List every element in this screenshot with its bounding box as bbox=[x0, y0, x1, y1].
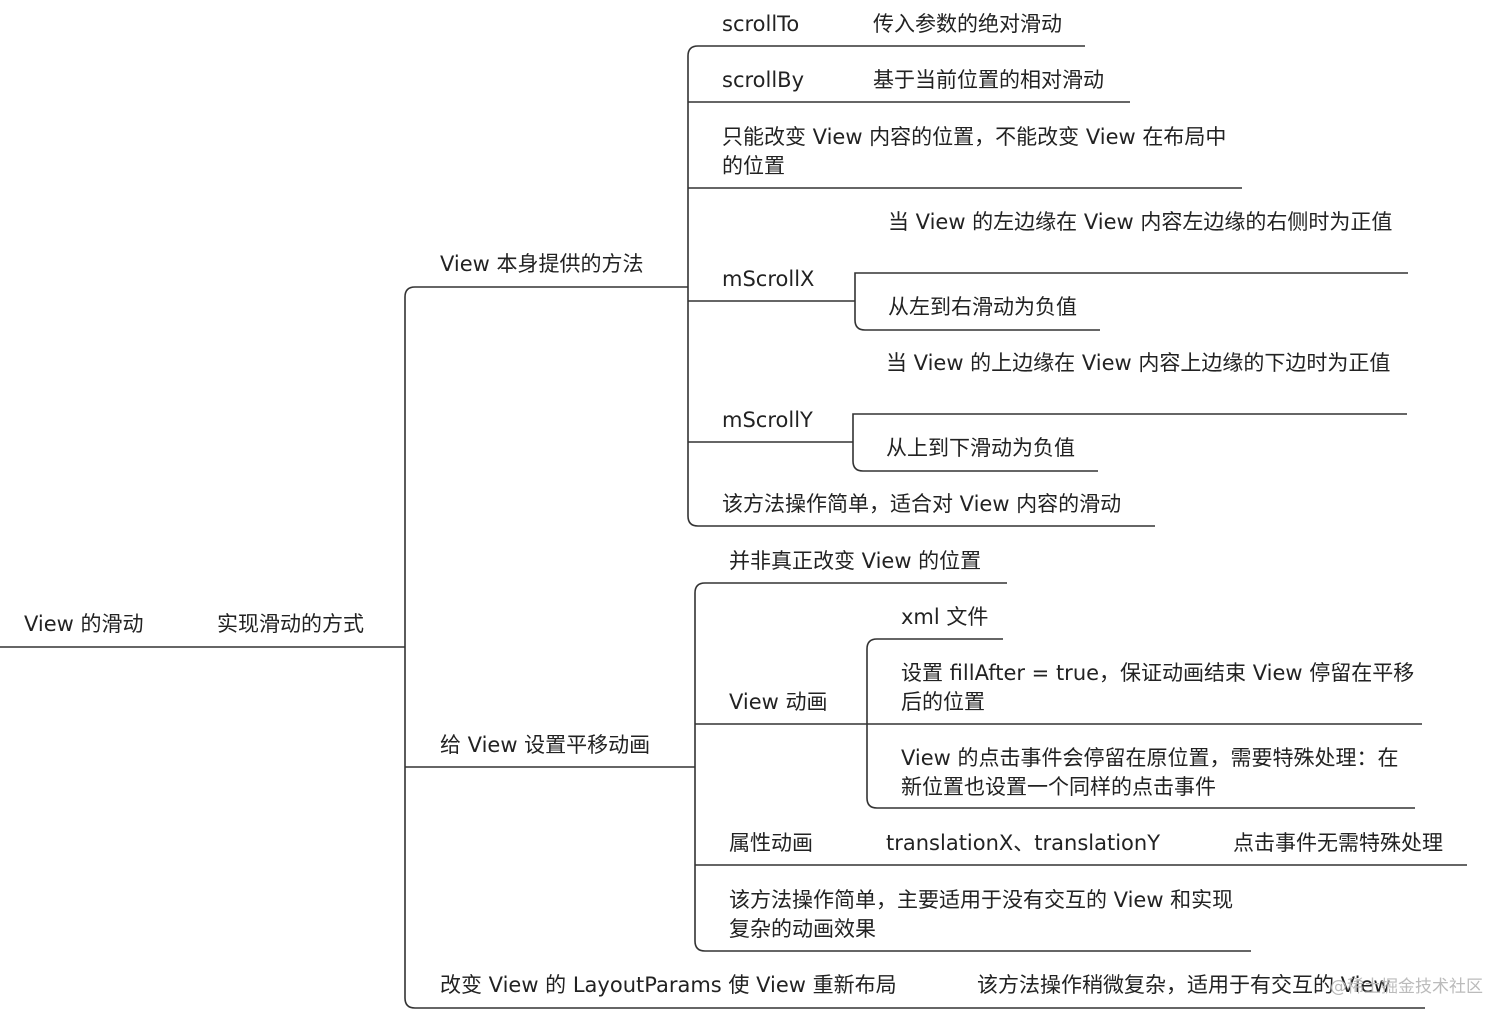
view-anim-click-node[interactable]: View 的点击事件会停留在原位置，需要特殊处理：在新位置也设置一个同样的点击事… bbox=[901, 746, 1399, 799]
method2-node[interactable]: 给 View 设置平移动画 bbox=[440, 733, 651, 757]
fill-after-node[interactable]: 设置 fillAfter = true，保证动画结束 View 停留在平移后的位… bbox=[901, 661, 1415, 714]
prop-anim-node[interactable]: 属性动画 bbox=[729, 831, 813, 855]
mscrolly-negative[interactable]: 从上到下滑动为负值 bbox=[886, 436, 1075, 460]
level1-bracket bbox=[404, 286, 1425, 1009]
method1-node[interactable]: View 本身提供的方法 bbox=[440, 252, 644, 276]
prop-anim-props[interactable]: translationX、translationY bbox=[886, 831, 1161, 855]
mscrolly-bracket bbox=[852, 413, 1407, 472]
method2-summary[interactable]: 该方法操作简单，主要适用于没有交互的 View 和实现复杂的动画效果 bbox=[729, 888, 1234, 941]
method1-bracket bbox=[687, 45, 1242, 527]
root-node[interactable]: View 的滑动 bbox=[24, 612, 144, 636]
method2-bracket bbox=[694, 582, 1467, 952]
scrollto-node[interactable]: scrollTo bbox=[722, 12, 800, 36]
scrollby-node[interactable]: scrollBy bbox=[722, 68, 805, 92]
branch-node[interactable]: 实现滑动的方式 bbox=[217, 612, 364, 636]
method2-position-note[interactable]: 并非真正改变 View 的位置 bbox=[729, 549, 982, 573]
xml-file-node[interactable]: xml 文件 bbox=[901, 605, 989, 629]
scrollby-desc[interactable]: 基于当前位置的相对滑动 bbox=[873, 68, 1104, 92]
mscrolly-positive[interactable]: 当 View 的上边缘在 View 内容上边缘的下边时为正值 bbox=[886, 351, 1391, 375]
prop-anim-click[interactable]: 点击事件无需特殊处理 bbox=[1233, 831, 1443, 855]
method3-summary[interactable]: 该方法操作稍微复杂，适用于有交互的 View bbox=[977, 973, 1391, 997]
method1-summary[interactable]: 该方法操作简单，适合对 View 内容的滑动 bbox=[722, 492, 1122, 516]
mscrollx-bracket bbox=[854, 272, 1408, 331]
mscrolly-node[interactable]: mScrollY bbox=[722, 408, 813, 432]
view-anim-node[interactable]: View 动画 bbox=[729, 690, 828, 714]
watermark: @稀土掘金技术社区 bbox=[1330, 977, 1483, 997]
mscrollx-negative[interactable]: 从左到右滑动为负值 bbox=[888, 295, 1077, 319]
mscrollx-node[interactable]: mScrollX bbox=[722, 267, 815, 291]
method3-node[interactable]: 改变 View 的 LayoutParams 使 View 重新布局 bbox=[440, 973, 897, 997]
method1-position-note[interactable]: 只能改变 View 内容的位置，不能改变 View 在布局中的位置 bbox=[722, 125, 1227, 178]
mscrollx-positive[interactable]: 当 View 的左边缘在 View 内容左边缘的右侧时为正值 bbox=[888, 210, 1393, 234]
view-anim-bracket bbox=[866, 638, 1422, 809]
scrollto-desc[interactable]: 传入参数的绝对滑动 bbox=[873, 12, 1062, 36]
